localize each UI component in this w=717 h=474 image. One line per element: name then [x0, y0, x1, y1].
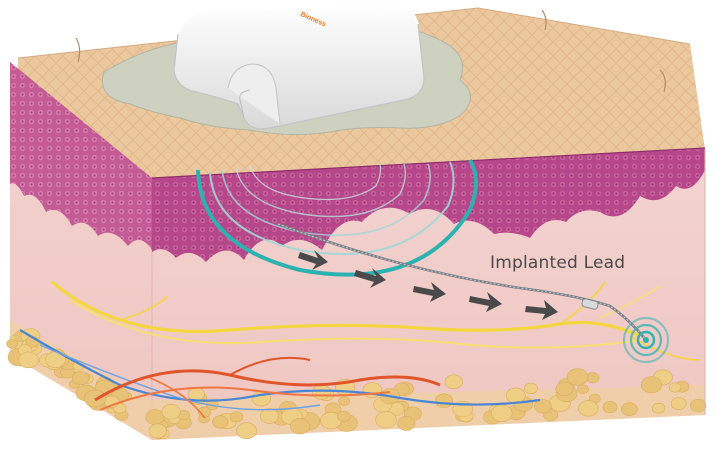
fat-cell [162, 404, 180, 419]
implanted-lead-label: Implanted Lead [490, 253, 625, 273]
fat-cell [621, 403, 637, 416]
fat-cell [7, 339, 18, 348]
fat-cell [188, 388, 205, 401]
fat-cell [690, 399, 706, 412]
fat-cell [72, 372, 89, 385]
fat-cell [19, 352, 39, 368]
fat-cell [506, 388, 525, 403]
fat-cell [398, 416, 415, 430]
fat-cell [578, 385, 589, 394]
fat-cell [230, 412, 243, 422]
fat-cell [669, 383, 681, 392]
fat-cell [579, 401, 599, 417]
fat-cell [435, 394, 452, 408]
fat-cell [603, 401, 617, 412]
fat-cell [339, 397, 350, 406]
fat-cell [149, 424, 167, 438]
fat-cell [491, 405, 512, 422]
fat-cell [260, 409, 278, 424]
fat-cell [312, 385, 330, 399]
fat-cell [652, 403, 665, 413]
fat-cell [290, 418, 309, 434]
fat-cell [524, 383, 537, 394]
fat-cell [671, 398, 686, 410]
lead-tip-target-icon [624, 318, 668, 362]
fat-cell [641, 377, 661, 393]
fat-cell [237, 423, 257, 439]
fat-cell [213, 416, 229, 429]
fat-cell [337, 411, 350, 421]
fat-cell [534, 400, 551, 414]
fat-cell [556, 382, 573, 396]
fat-cell [586, 373, 599, 383]
fat-cell [376, 411, 397, 428]
fat-cell [445, 375, 463, 389]
fat-cell [146, 410, 165, 425]
fat-cell [567, 369, 588, 386]
